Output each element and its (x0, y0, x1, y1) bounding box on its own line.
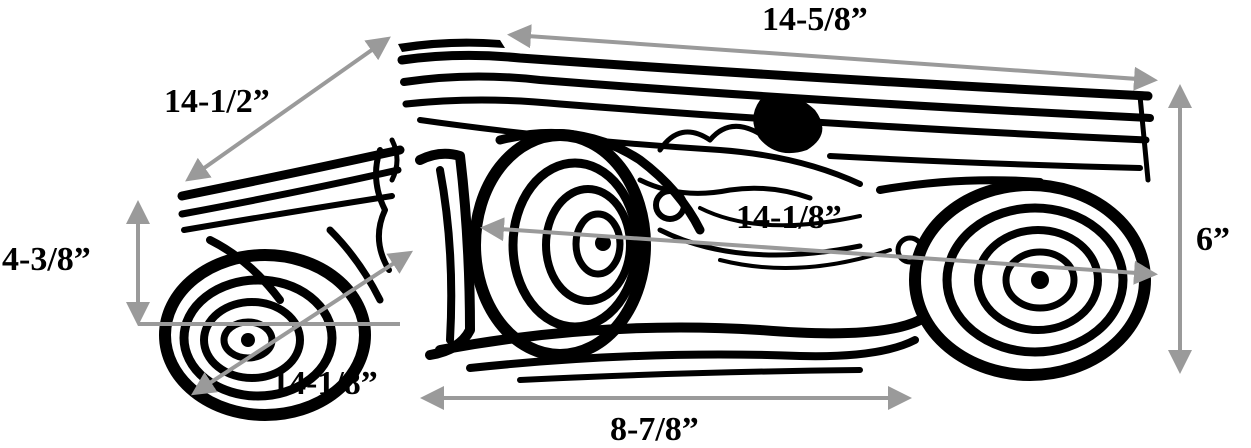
ionic-capital-illustration (159, 38, 1154, 421)
front-volute (415, 128, 705, 361)
label-diagonal-span: 14-1/8” (272, 365, 378, 402)
label-volute-height: 4-3/8” (2, 241, 91, 278)
label-top-depth: 14-1/2” (164, 83, 270, 120)
abacus (177, 38, 1154, 233)
scroll-span-arrow (480, 217, 1158, 285)
label-height: 6” (1196, 221, 1230, 258)
label-base-width: 8-7/8” (610, 411, 699, 448)
label-top-width: 14-5/8” (762, 1, 868, 38)
base-ring (435, 315, 925, 383)
top-width-arrow (507, 24, 1158, 91)
label-scroll-span: 14-1/8” (736, 199, 842, 236)
diagonal-span-arrow (190, 250, 414, 396)
dimension-labels: 14-1/2” 14-5/8” 6” 4-3/8” 14-1/8” 14-1/8… (2, 1, 1230, 448)
right-volute (876, 176, 1151, 381)
dimension-lines (126, 24, 1192, 410)
top-depth-arrow (185, 36, 391, 182)
